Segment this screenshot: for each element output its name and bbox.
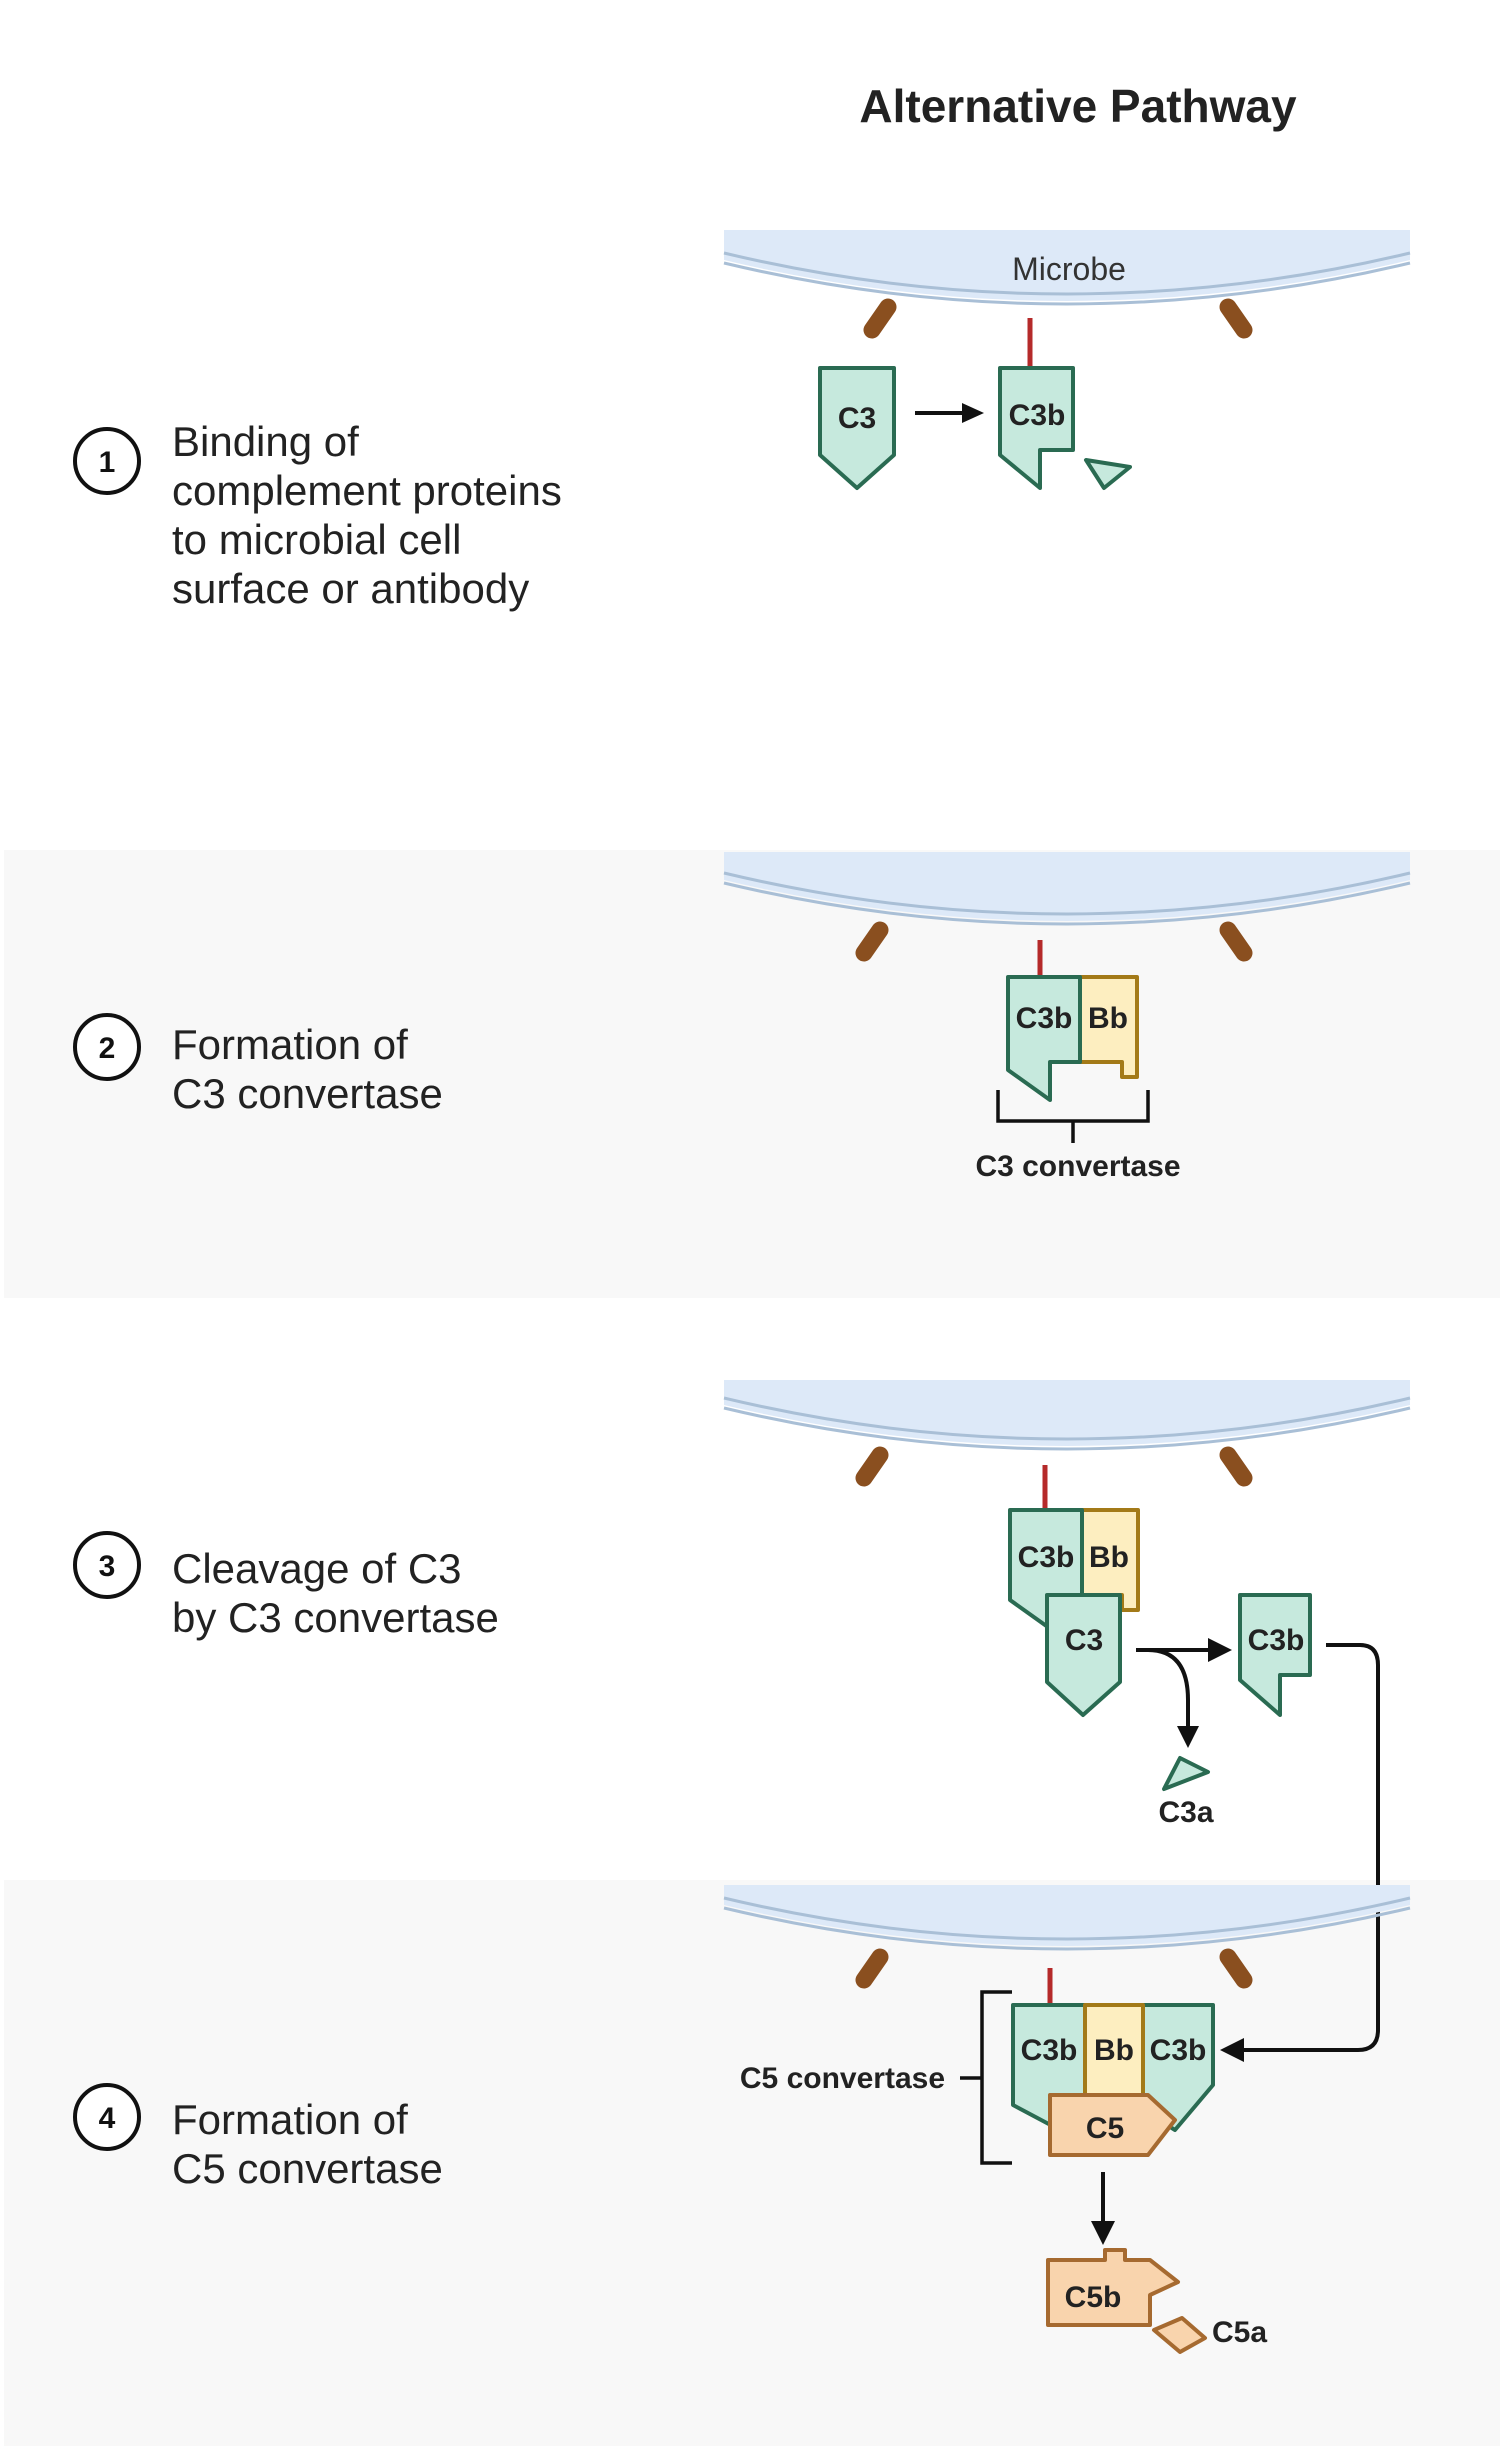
step-description-line: Formation of bbox=[172, 2096, 408, 2143]
step-number: 1 bbox=[99, 446, 116, 479]
receptor bbox=[863, 298, 897, 339]
step-number: 4 bbox=[99, 2102, 116, 2135]
c3b-protein: C3b bbox=[1008, 1508, 1084, 1632]
branch-arrow bbox=[1147, 1648, 1190, 1728]
c5b-label: C5b bbox=[1065, 2281, 1122, 2314]
c3a-fragment bbox=[1084, 458, 1132, 490]
c5-label: C5 bbox=[1086, 2112, 1124, 2145]
step-description-line: to microbial cell bbox=[172, 516, 461, 563]
c3-convertase-label: C3 convertase bbox=[975, 1150, 1180, 1183]
step-3-illustration: Bb C3b C3 C3b C3a bbox=[723, 1380, 1411, 2062]
c5-convertase-label: C5 convertase bbox=[740, 2062, 945, 2095]
branch-arrowhead bbox=[1177, 1726, 1199, 1748]
c5a-fragment bbox=[1152, 2316, 1207, 2354]
bb-label: Bb bbox=[1088, 1002, 1128, 1035]
c3b-label: C3b bbox=[1016, 1002, 1073, 1035]
receptor bbox=[1219, 1446, 1253, 1487]
microbe-label: Microbe bbox=[1012, 251, 1126, 287]
bb-protein: Bb bbox=[1078, 975, 1139, 1079]
step-number: 2 bbox=[99, 1032, 116, 1065]
step-description-line: C5 convertase bbox=[172, 2145, 443, 2192]
step-description-line: surface or antibody bbox=[172, 565, 529, 612]
c3a-label: C3a bbox=[1158, 1796, 1213, 1829]
receptor bbox=[855, 1948, 889, 1989]
c3b-label: C3b bbox=[1150, 2034, 1207, 2067]
step-4-text: 4 Formation of C5 convertase bbox=[73, 2083, 443, 2192]
c3-label: C3 bbox=[1065, 1624, 1103, 1657]
receptor bbox=[1219, 921, 1253, 962]
reaction-arrowhead bbox=[1208, 1638, 1232, 1662]
microbe-membrane bbox=[723, 1380, 1411, 1451]
c5b-protein: C5b bbox=[1046, 2248, 1180, 2327]
receptor bbox=[1219, 1948, 1253, 1989]
c3b-label: C3b bbox=[1248, 1624, 1305, 1657]
bb-label: Bb bbox=[1094, 2034, 1134, 2067]
step-3-text: 3 Cleavage of C3 by C3 convertase bbox=[73, 1531, 499, 1641]
recruitment-arrowhead bbox=[1220, 2038, 1244, 2062]
step-number-badge bbox=[73, 427, 141, 495]
c3a-fragment bbox=[1162, 1756, 1210, 1791]
receptor bbox=[1219, 298, 1253, 339]
step-1-illustration: Microbe C3 C3b bbox=[723, 230, 1411, 490]
step-description-line: complement proteins bbox=[172, 467, 562, 514]
c3b-label: C3b bbox=[1021, 2034, 1078, 2067]
step-2-text: 2 Formation of C3 convertase bbox=[73, 1013, 443, 1117]
microbe-membrane bbox=[723, 230, 1411, 306]
c3b-protein: C3b bbox=[1141, 2003, 1215, 2132]
microbe-membrane bbox=[723, 1885, 1411, 1951]
step-description-line: Formation of bbox=[172, 1021, 408, 1068]
recruitment-arrow bbox=[1240, 1643, 1380, 2052]
step-description-line: C3 convertase bbox=[172, 1070, 443, 1117]
convertase-bracket bbox=[960, 1990, 1012, 2165]
step-number-badge bbox=[73, 1531, 141, 1599]
page-title: Alternative Pathway bbox=[859, 80, 1297, 132]
microbe-membrane bbox=[723, 852, 1411, 926]
step-4-illustration: C3b C3b Bb C5 C5 convertase C5b C5a bbox=[723, 1885, 1411, 2354]
receptor bbox=[855, 1446, 889, 1487]
c3b-label: C3b bbox=[1009, 399, 1066, 432]
c3b-label: C3b bbox=[1018, 1541, 1075, 1574]
c3b-protein: C3b bbox=[1238, 1593, 1312, 1717]
step-number-badge bbox=[73, 1013, 141, 1081]
convertase-bracket bbox=[996, 1090, 1150, 1143]
step-description-line: by C3 convertase bbox=[172, 1594, 499, 1641]
c5-protein: C5 bbox=[1048, 2093, 1177, 2157]
c3b-protein: C3b bbox=[1006, 975, 1082, 1102]
band-step-4 bbox=[4, 1880, 1500, 2446]
step-description-line: Cleavage of C3 bbox=[172, 1545, 462, 1592]
receptor bbox=[855, 921, 889, 962]
step-number-badge bbox=[73, 2083, 141, 2151]
c3-protein: C3 bbox=[1045, 1593, 1122, 1717]
step-number: 3 bbox=[99, 1550, 116, 1583]
reaction-arrowhead bbox=[962, 403, 984, 423]
c3b-protein: C3b bbox=[998, 366, 1075, 490]
step-2-illustration: Bb C3b C3 convertase bbox=[723, 852, 1411, 1183]
c5a-label: C5a bbox=[1212, 2316, 1267, 2349]
bb-protein: Bb bbox=[1083, 2003, 1145, 2097]
reaction-arrowhead bbox=[1091, 2221, 1115, 2245]
c3-label: C3 bbox=[838, 402, 876, 435]
band-step-2 bbox=[4, 850, 1500, 1298]
step-1-text: 1 Binding of complement proteins to micr… bbox=[73, 418, 562, 612]
step-description-line: Binding of bbox=[172, 418, 359, 465]
bb-label: Bb bbox=[1089, 1541, 1129, 1574]
c3-protein: C3 bbox=[818, 366, 896, 490]
